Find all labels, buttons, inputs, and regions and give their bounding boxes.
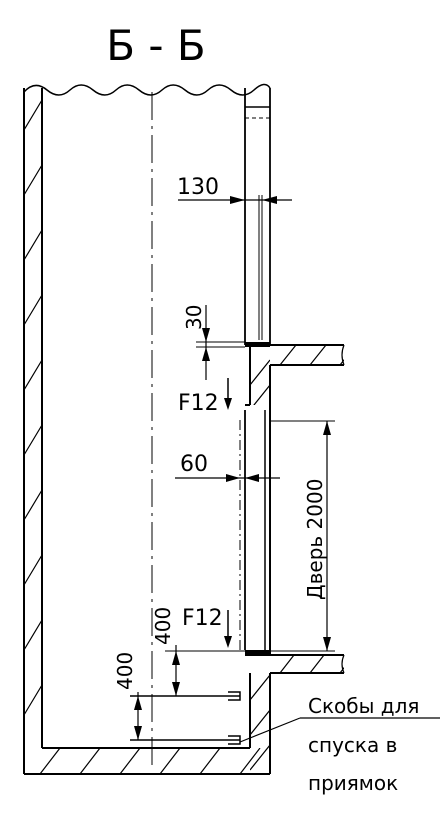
note-leader <box>239 717 440 743</box>
dim-slab-gap <box>196 305 245 380</box>
upper-slab <box>245 342 345 655</box>
load-lower-arrow <box>224 610 232 648</box>
note-line-3: приямок <box>308 771 398 795</box>
note-line-1: Скобы для <box>308 694 419 718</box>
break-line <box>23 83 271 96</box>
load-lower-label: F12 <box>182 606 223 631</box>
dim-door-height-label: Дверь 2000 <box>303 479 327 600</box>
load-upper-label: F12 <box>178 391 219 416</box>
note-line-2: спуска в <box>308 733 397 757</box>
dim-slab-gap-label: 30 <box>182 305 206 330</box>
dim-door-height <box>270 420 335 652</box>
right-wall-lower <box>249 673 271 774</box>
load-upper-arrow <box>224 378 232 410</box>
section-title: Б - Б <box>106 21 205 70</box>
bottom-slab <box>24 747 270 775</box>
dim-wall-top <box>178 196 292 204</box>
lower-slab <box>245 650 345 674</box>
dim-wall-door-label: 60 <box>180 452 208 477</box>
ladder-rungs <box>130 691 241 745</box>
dim-level-2-label: 400 <box>113 652 137 690</box>
dim-level-2 <box>134 692 142 740</box>
right-wall-upper <box>244 88 271 345</box>
door-opening <box>239 404 266 650</box>
dim-wall-top-label: 130 <box>177 175 219 200</box>
dim-level-1 <box>165 645 245 697</box>
left-wall <box>23 88 43 774</box>
dim-level-1-label: 400 <box>151 607 175 645</box>
dim-wall-door <box>175 474 280 482</box>
